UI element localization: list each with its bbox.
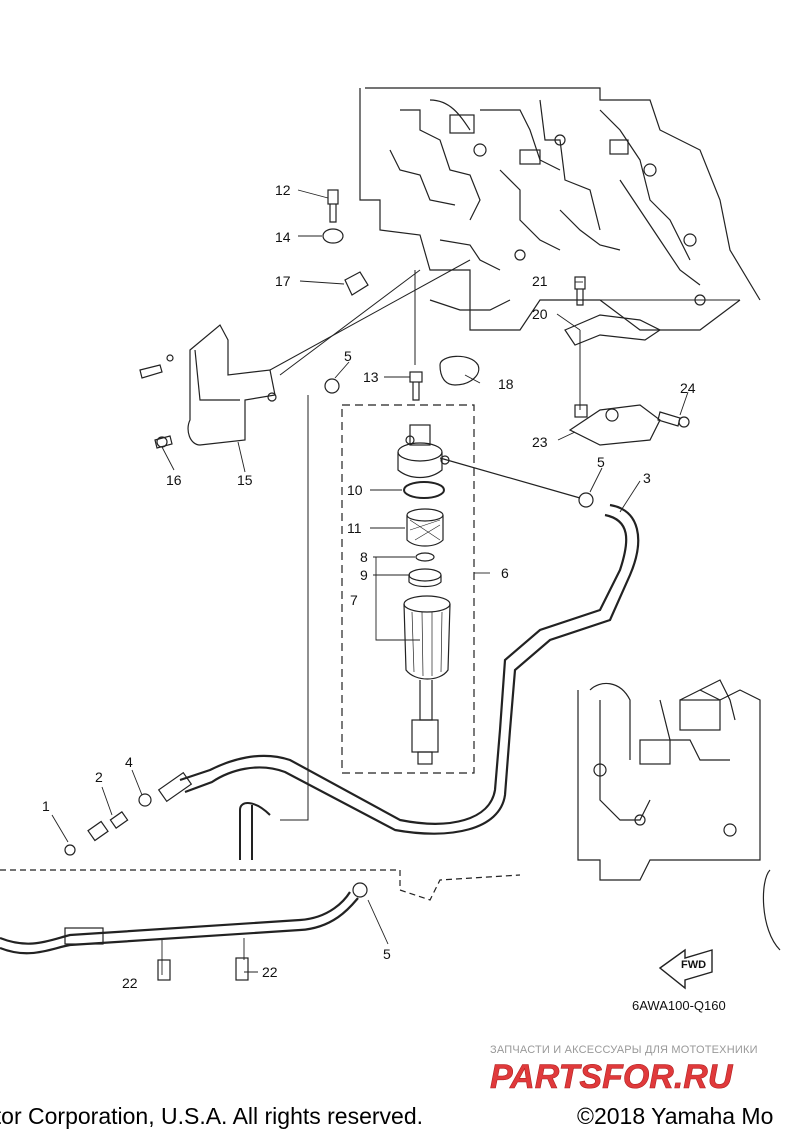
callout-10: 10	[347, 482, 363, 498]
diagram-code: 6AWA100-Q160	[632, 998, 726, 1013]
callout-22-left: 22	[122, 975, 138, 991]
watermark-caption: ЗАПЧАСТИ И АКСЕССУАРЫ ДЛЯ МОТОТЕХНИКИ	[490, 1044, 758, 1056]
watermark-logo: PARTSFOR.RU	[490, 1058, 734, 1094]
fwd-label: FWD	[681, 959, 707, 971]
callout-8: 8	[360, 549, 368, 565]
callout-7: 7	[350, 592, 358, 608]
engine-block-outline	[359, 87, 761, 331]
filter-assembly-box	[341, 404, 475, 774]
callout-11: 11	[347, 520, 362, 536]
callout-17: 17	[275, 273, 291, 289]
callout-13: 13	[363, 369, 379, 385]
callout-leaders	[51, 189, 689, 975]
copyright-right: ©2018 Yamaha Mo	[577, 1103, 774, 1129]
callout-1: 1	[42, 798, 50, 814]
callout-18: 18	[498, 376, 514, 392]
callout-23: 23	[532, 434, 548, 450]
callout-21: 21	[532, 273, 548, 289]
lower-engine-outline	[0, 679, 781, 951]
callout-6: 6	[501, 565, 509, 581]
callout-9: 9	[360, 567, 368, 583]
callout-24: 24	[680, 380, 696, 396]
fwd-arrow-icon	[658, 948, 713, 990]
callout-14: 14	[275, 229, 291, 245]
callout-12: 12	[275, 182, 291, 198]
o-ring	[403, 481, 445, 499]
callout-3: 3	[643, 470, 651, 486]
fuel-hoses	[0, 457, 640, 955]
callout-20: 20	[532, 306, 548, 322]
svg-text:PARTSFOR.RU: PARTSFOR.RU	[490, 1058, 734, 1094]
callout-5-lower: 5	[383, 946, 391, 962]
callout-16: 16	[166, 472, 182, 488]
callout-15: 15	[237, 472, 253, 488]
callout-5-upper: 5	[344, 348, 352, 364]
callout-4: 4	[125, 754, 133, 770]
callout-2: 2	[95, 769, 103, 785]
callout-22-right: 22	[262, 964, 278, 980]
callout-5-right: 5	[597, 454, 605, 470]
bracket-parts	[64, 189, 713, 990]
fuel-filter-parts	[397, 424, 451, 765]
copyright-left: otor Corporation, U.S.A. All rights rese…	[0, 1103, 424, 1129]
